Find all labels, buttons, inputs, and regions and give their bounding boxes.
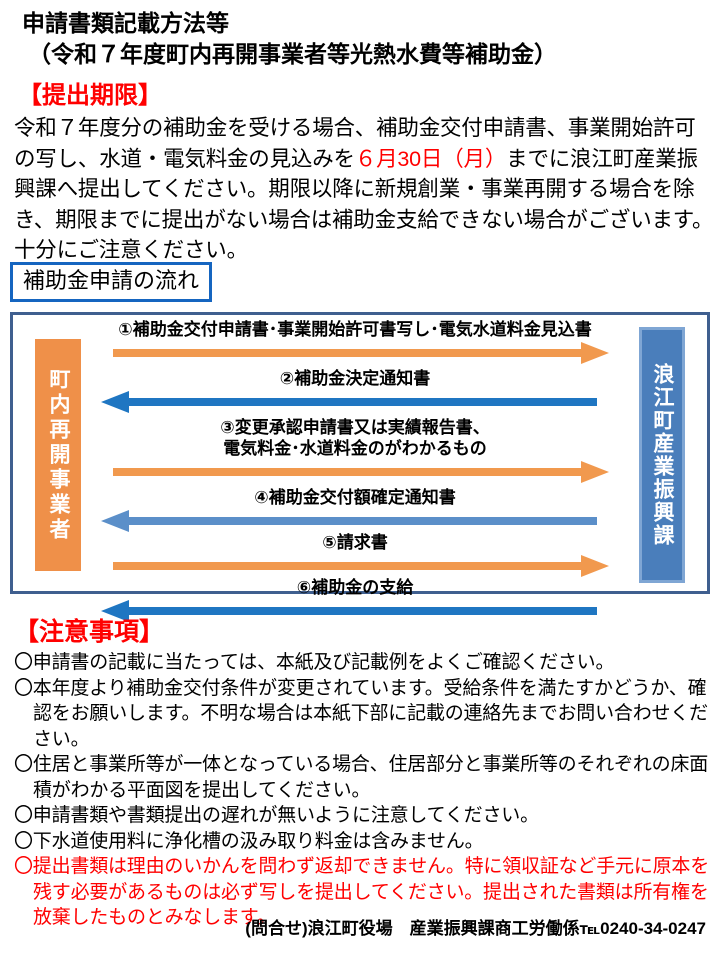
arrow-shaft — [127, 398, 597, 406]
footer-office: (問合せ)浪江町役場 産業振興課商工労働係 — [245, 919, 580, 938]
flow-step-5-arrow — [101, 555, 609, 577]
flow-steps: ①補助金交付申請書･事業開始許可書写し･電気水道料金見込書 ②補助金決定通知書 … — [101, 315, 609, 622]
arrow-head — [581, 555, 609, 577]
arrow-shaft — [113, 349, 583, 357]
arrow-shaft — [127, 517, 597, 525]
deadline-heading: 【提出期限】 — [18, 82, 162, 109]
notes-heading: 【注意事項】 — [14, 618, 165, 646]
note-item: 〇下水道使用料に浄化槽の汲み取り料金は含みません。 — [14, 830, 484, 852]
flow-step-4: ④補助金交付額確定通知書 — [101, 487, 609, 532]
deadline-paragraph: 令和７年度分の補助金を受ける場合、補助金交付申請書、事業開始許可の写し、水道・電… — [14, 113, 714, 266]
deadline-date-highlight: ６月30日（月） — [354, 146, 507, 171]
title-line-1: 申請書類記載方法等 — [22, 10, 229, 36]
note-item: 〇申請書類や書類提出の遅れが無いように注意してください。 — [14, 805, 539, 826]
title-line-2: （令和７年度町内再開事業者等光熱水費等補助金） — [28, 41, 557, 67]
flow-step-4-label: ④補助金交付額確定通知書 — [254, 488, 456, 507]
flow-step-6-arrow — [101, 600, 609, 622]
footer-phone: 0240-34-0247 — [600, 919, 706, 938]
flow-party-applicant: 町内再開事業者 — [35, 339, 81, 571]
deadline-text-before: 令和７年度分の補助金を受ける場合、補助金交付申請書、事業開始許可の写し、水道・電… — [14, 116, 696, 171]
note-item: 〇住居と事業所等が一体となっている場合、住居部分と事業所等のそれぞれの床面積がわ… — [14, 754, 709, 801]
telephone-icon: ℡ — [579, 921, 601, 938]
flow-section-title: 補助金申請の流れ — [10, 262, 213, 302]
flow-step-3: ③変更承認申請書又は実績報告書、 電気料金･水道料金のがわかるもの — [101, 417, 609, 483]
flow-step-5: ⑤請求書 — [101, 532, 609, 577]
flow-step-1-label: ①補助金交付申請書･事業開始許可書写し･電気水道料金見込書 — [118, 320, 592, 339]
flow-step-5-label: ⑤請求書 — [322, 533, 388, 552]
flow-party-office: 浪江町産業振興課 — [639, 327, 685, 583]
arrow-shaft — [113, 562, 583, 570]
flow-step-6: ⑥補助金の支給 — [101, 577, 609, 622]
arrow-head — [581, 461, 609, 483]
flow-diagram: 町内再開事業者 浪江町産業振興課 ①補助金交付申請書･事業開始許可書写し･電気水… — [10, 312, 710, 622]
note-item-warning: 〇提出書類は理由のいかんを問わず返却できません。特に領収証など手元に原本を残す必… — [14, 856, 710, 928]
arrow-head — [581, 342, 609, 364]
notes-list: 〇申請書の記載に当たっては、本紙及び記載例をよくご確認ください。 〇本年度より補… — [14, 650, 714, 931]
flow-step-1: ①補助金交付申請書･事業開始許可書写し･電気水道料金見込書 — [101, 319, 609, 364]
flow-step-3-label-line-2: 電気料金･水道料金のがわかるもの — [223, 439, 487, 458]
arrow-head — [101, 600, 129, 622]
flow-step-3-label-line-1: ③変更承認申請書又は実績報告書、 — [220, 418, 490, 437]
flow-step-4-arrow — [101, 510, 609, 532]
page-title: 申請書類記載方法等 （令和７年度町内再開事業者等光熱水費等補助金） — [22, 8, 712, 70]
arrow-shaft — [113, 468, 583, 476]
deadline-text-after: までに浪江町産業振興課へ提出してください。期限以降に新規創業・事業再開する場合を… — [14, 146, 714, 263]
arrow-head — [101, 391, 129, 413]
footer-contact: (問合せ)浪江町役場 産業振興課商工労働係℡0240-34-0247 — [0, 918, 706, 941]
arrow-head — [101, 510, 129, 532]
flow-step-2: ②補助金決定通知書 — [101, 368, 609, 413]
flow-step-6-label: ⑥補助金の支給 — [296, 578, 414, 597]
note-item: 〇本年度より補助金交付条件が変更されています。受給条件を満たすかどうか、確認をお… — [14, 677, 708, 750]
flow-step-3-arrow — [101, 461, 609, 483]
note-item: 〇申請書の記載に当たっては、本紙及び記載例をよくご確認ください。 — [14, 652, 615, 673]
flow-step-2-label: ②補助金決定通知書 — [279, 369, 431, 388]
flow-step-2-arrow — [101, 391, 609, 413]
arrow-shaft — [127, 607, 597, 615]
flow-step-1-arrow — [101, 342, 609, 364]
